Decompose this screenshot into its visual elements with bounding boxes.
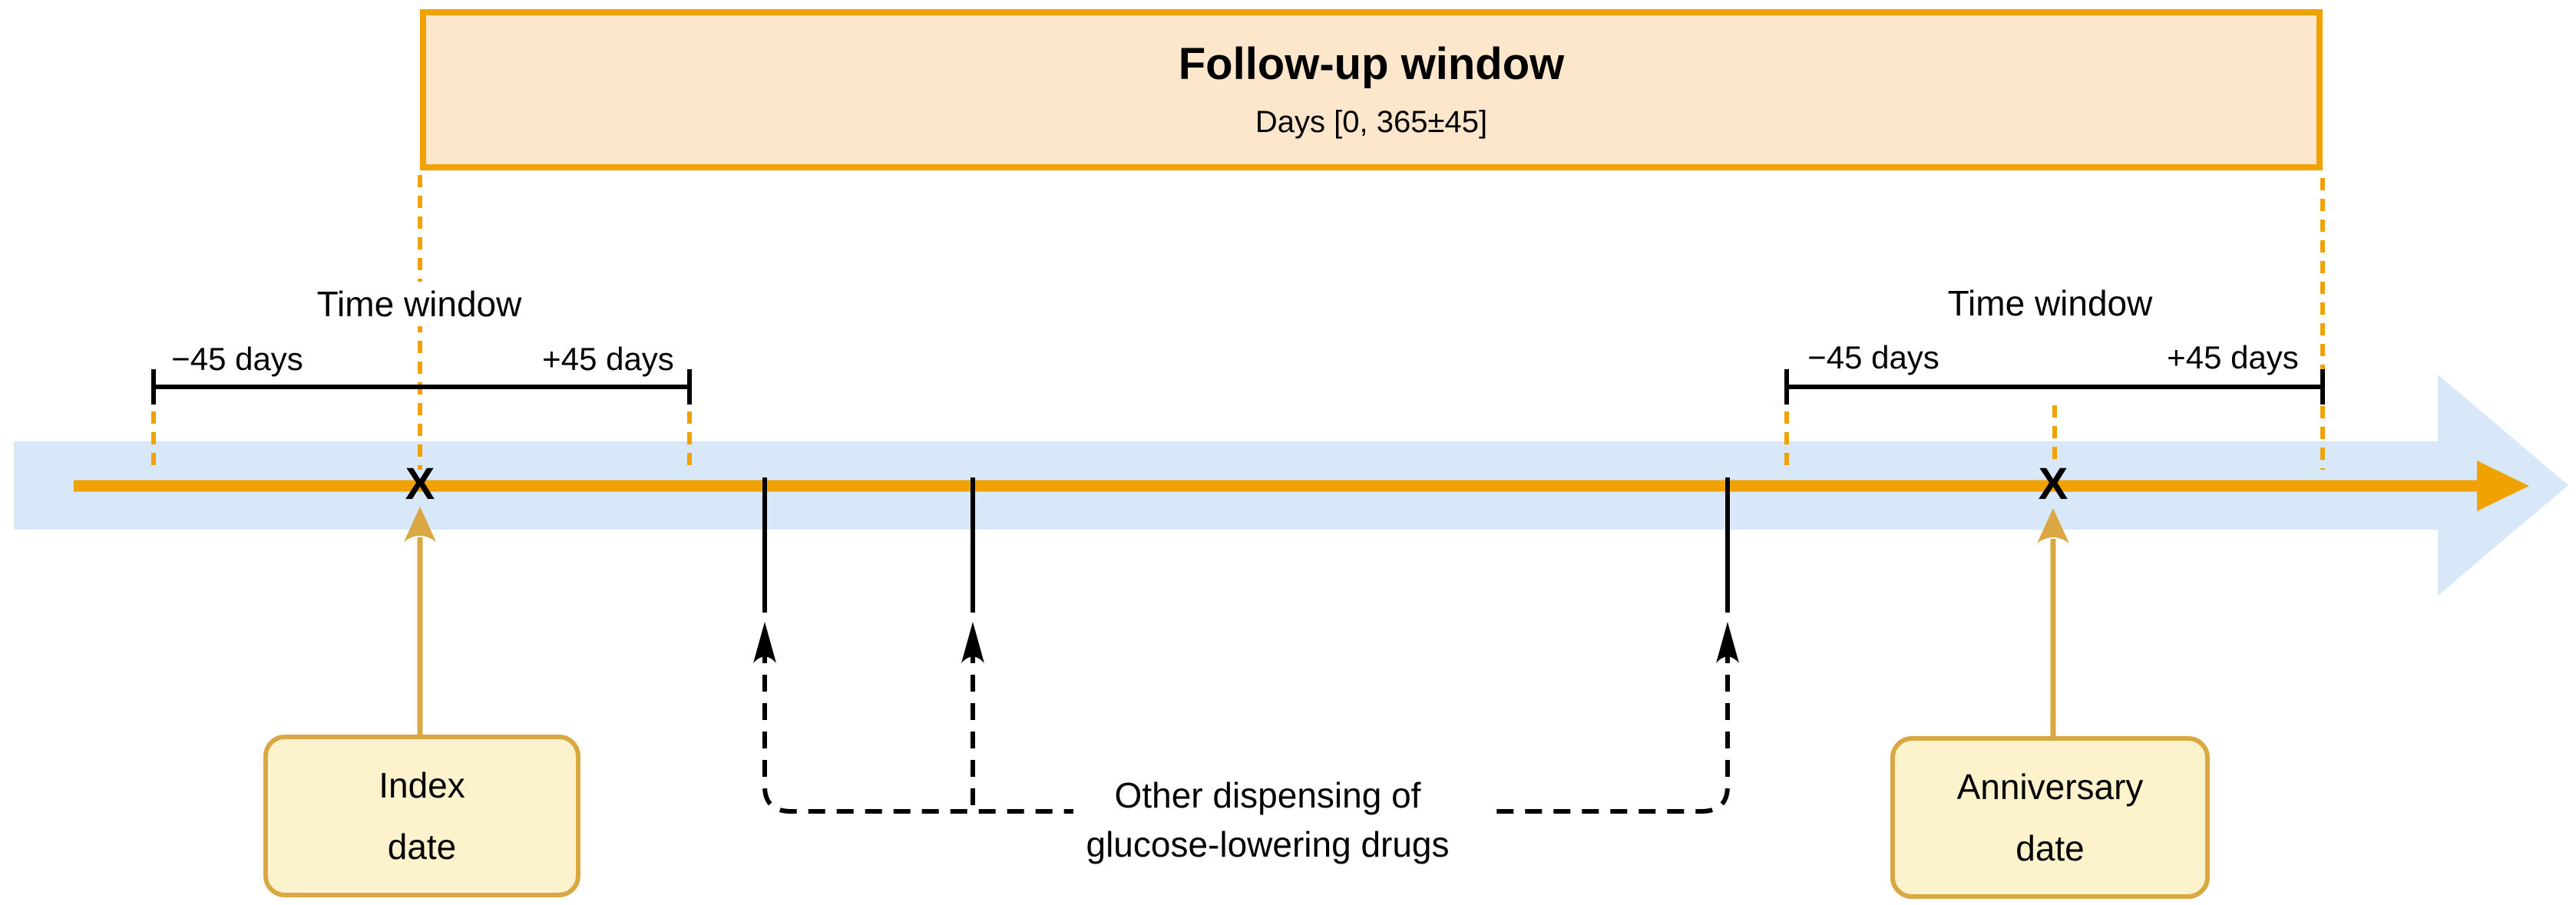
right-plus45-label: +45 days	[2167, 339, 2299, 375]
index-date-box-line1: Index	[379, 765, 465, 805]
index-arrowhead-icon	[404, 507, 436, 542]
other-dispensing-line1: Other dispensing of	[1114, 775, 1421, 815]
index-date-marker: X	[405, 459, 435, 509]
anniversary-date-marker: X	[2038, 459, 2068, 509]
anniversary-date-box-line1: Anniversary	[1956, 767, 2144, 807]
left-plus45-label: +45 days	[542, 341, 674, 377]
dispensing-connector-right	[1490, 646, 1730, 814]
followup-window-title: Follow-up window	[1178, 38, 1565, 89]
dispensing-arrowhead-1-icon	[753, 622, 776, 663]
left-minus45-label: −45 days	[171, 341, 303, 377]
followup-window-box: Follow-up window Days [0, 365±45]	[420, 9, 2323, 170]
right-time-window-label: Time window	[1936, 281, 2164, 325]
left-time-window-label: Time window	[306, 282, 533, 326]
other-dispensing-line2: glucose-lowering drugs	[1086, 824, 1450, 864]
index-date-box-line2: date	[387, 827, 457, 867]
followup-window-range: Days [0, 365±45]	[1255, 104, 1488, 139]
other-dispensing-label: Other dispensing of glucose-lowering dru…	[1086, 771, 1449, 869]
timeline-axis-arrowhead-icon	[2477, 461, 2529, 511]
index-date-box: Index date	[263, 735, 580, 897]
dispensing-arrowhead-3-icon	[1716, 622, 1739, 663]
anniversary-date-box-line2: date	[2015, 828, 2085, 868]
anniversary-arrowhead-icon	[2037, 508, 2069, 543]
left-time-window-bracket	[151, 369, 692, 405]
right-minus45-label: −45 days	[1807, 339, 1939, 375]
right-time-window-bracket	[1784, 369, 2325, 405]
dispensing-connector-left	[762, 646, 1073, 814]
dispensing-arrowhead-2-icon	[961, 622, 984, 663]
anniversary-date-box: Anniversary date	[1890, 736, 2210, 899]
